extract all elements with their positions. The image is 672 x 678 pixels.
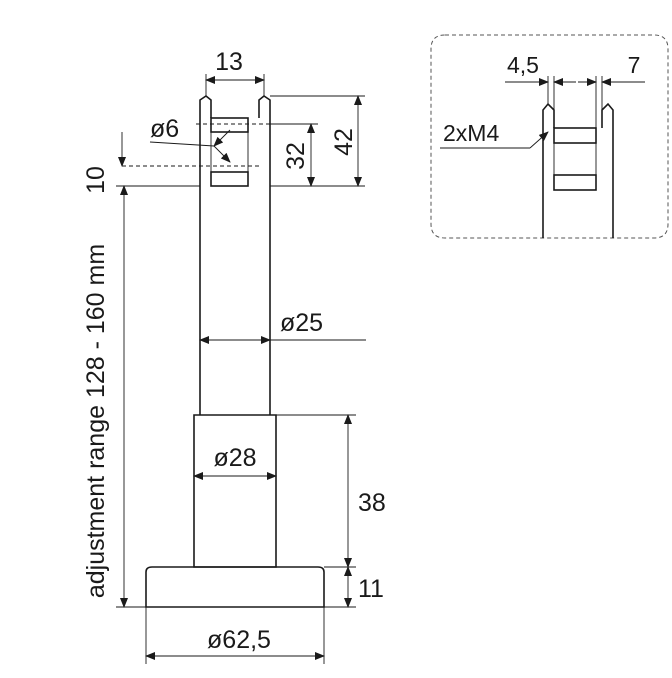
detail-view: 4,5 7 2xM4 — [430, 34, 669, 239]
dim-base-height: 11 — [358, 575, 384, 603]
dim-tube-dia: ø25 — [280, 309, 323, 337]
detail-dim-right: 7 — [628, 52, 641, 78]
detail-dim-left: 4,5 — [507, 52, 539, 78]
dim-sleeve-dia: ø28 — [213, 444, 256, 472]
dim-sleeve-height: 38 — [358, 489, 386, 517]
detail-thread-label: 2xM4 — [443, 120, 499, 146]
dim-hole-dia: ø6 — [150, 115, 179, 143]
dimension-lines — [116, 74, 366, 664]
dim-head-height: 42 — [330, 128, 358, 156]
dimension-labels: 13 ø6 10 32 42 ø25 ø28 38 11 ø62,5 adjus… — [82, 48, 386, 654]
dim-base-dia: ø62,5 — [207, 626, 271, 654]
dim-adjustment-range: adjustment range 128 - 160 mm — [82, 244, 110, 598]
leg-outline — [145, 95, 325, 608]
dim-top-width: 13 — [215, 48, 243, 76]
hole-markers — [122, 123, 312, 167]
dim-slot-height: 32 — [282, 142, 310, 170]
dim-hole-offset: 10 — [82, 166, 110, 194]
